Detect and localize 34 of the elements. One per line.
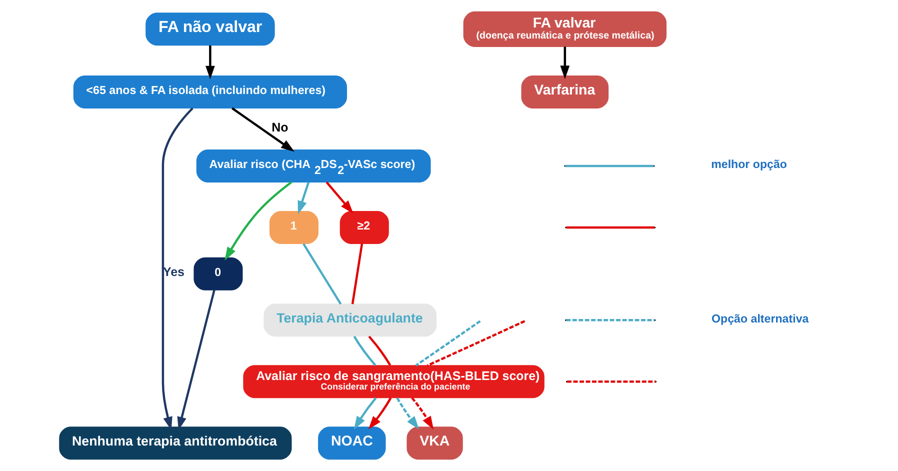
arrow <box>325 182 353 214</box>
node-box: ≥2 <box>339 211 388 244</box>
node-box: VKA <box>406 426 462 460</box>
arrow <box>205 45 214 80</box>
arrow <box>297 182 310 214</box>
connector <box>414 320 480 366</box>
node-box: NOAC <box>318 426 386 460</box>
arrow <box>368 397 392 430</box>
connector <box>426 320 525 367</box>
edge-label: Yes <box>162 265 184 280</box>
arrow <box>176 290 215 430</box>
connector <box>350 244 363 304</box>
edge-label: No <box>271 120 288 134</box>
node-box: <65 anos & FA isolada (incluindo mulheres) <box>72 76 346 108</box>
arrow <box>161 107 193 430</box>
arrow <box>353 397 376 430</box>
node-box: Avaliar risco de sangramento(HAS-BLED score) Considerar preferência do paciente <box>242 365 544 398</box>
arrow <box>396 397 419 430</box>
legend-label: Opção alternativa <box>711 313 808 326</box>
connector <box>302 243 342 305</box>
node-box: Varfarina <box>520 76 608 108</box>
connector <box>352 336 376 366</box>
arrow <box>560 46 570 80</box>
node-box: 1 <box>268 211 318 244</box>
node-box: FA não valvar <box>145 12 274 46</box>
node-box: Terapia Anticoagulante <box>263 304 436 337</box>
connector <box>368 336 391 366</box>
arrow <box>224 181 292 260</box>
legend-label: melhor opção <box>710 159 787 172</box>
arrow <box>230 107 294 152</box>
arrow <box>410 397 434 430</box>
node-box: 0 <box>193 257 242 290</box>
node-box: Nenhuma terapia antitrombótica <box>58 426 292 460</box>
node-box: FA valvar (doença reumática e prótese metálica) <box>462 11 666 47</box>
